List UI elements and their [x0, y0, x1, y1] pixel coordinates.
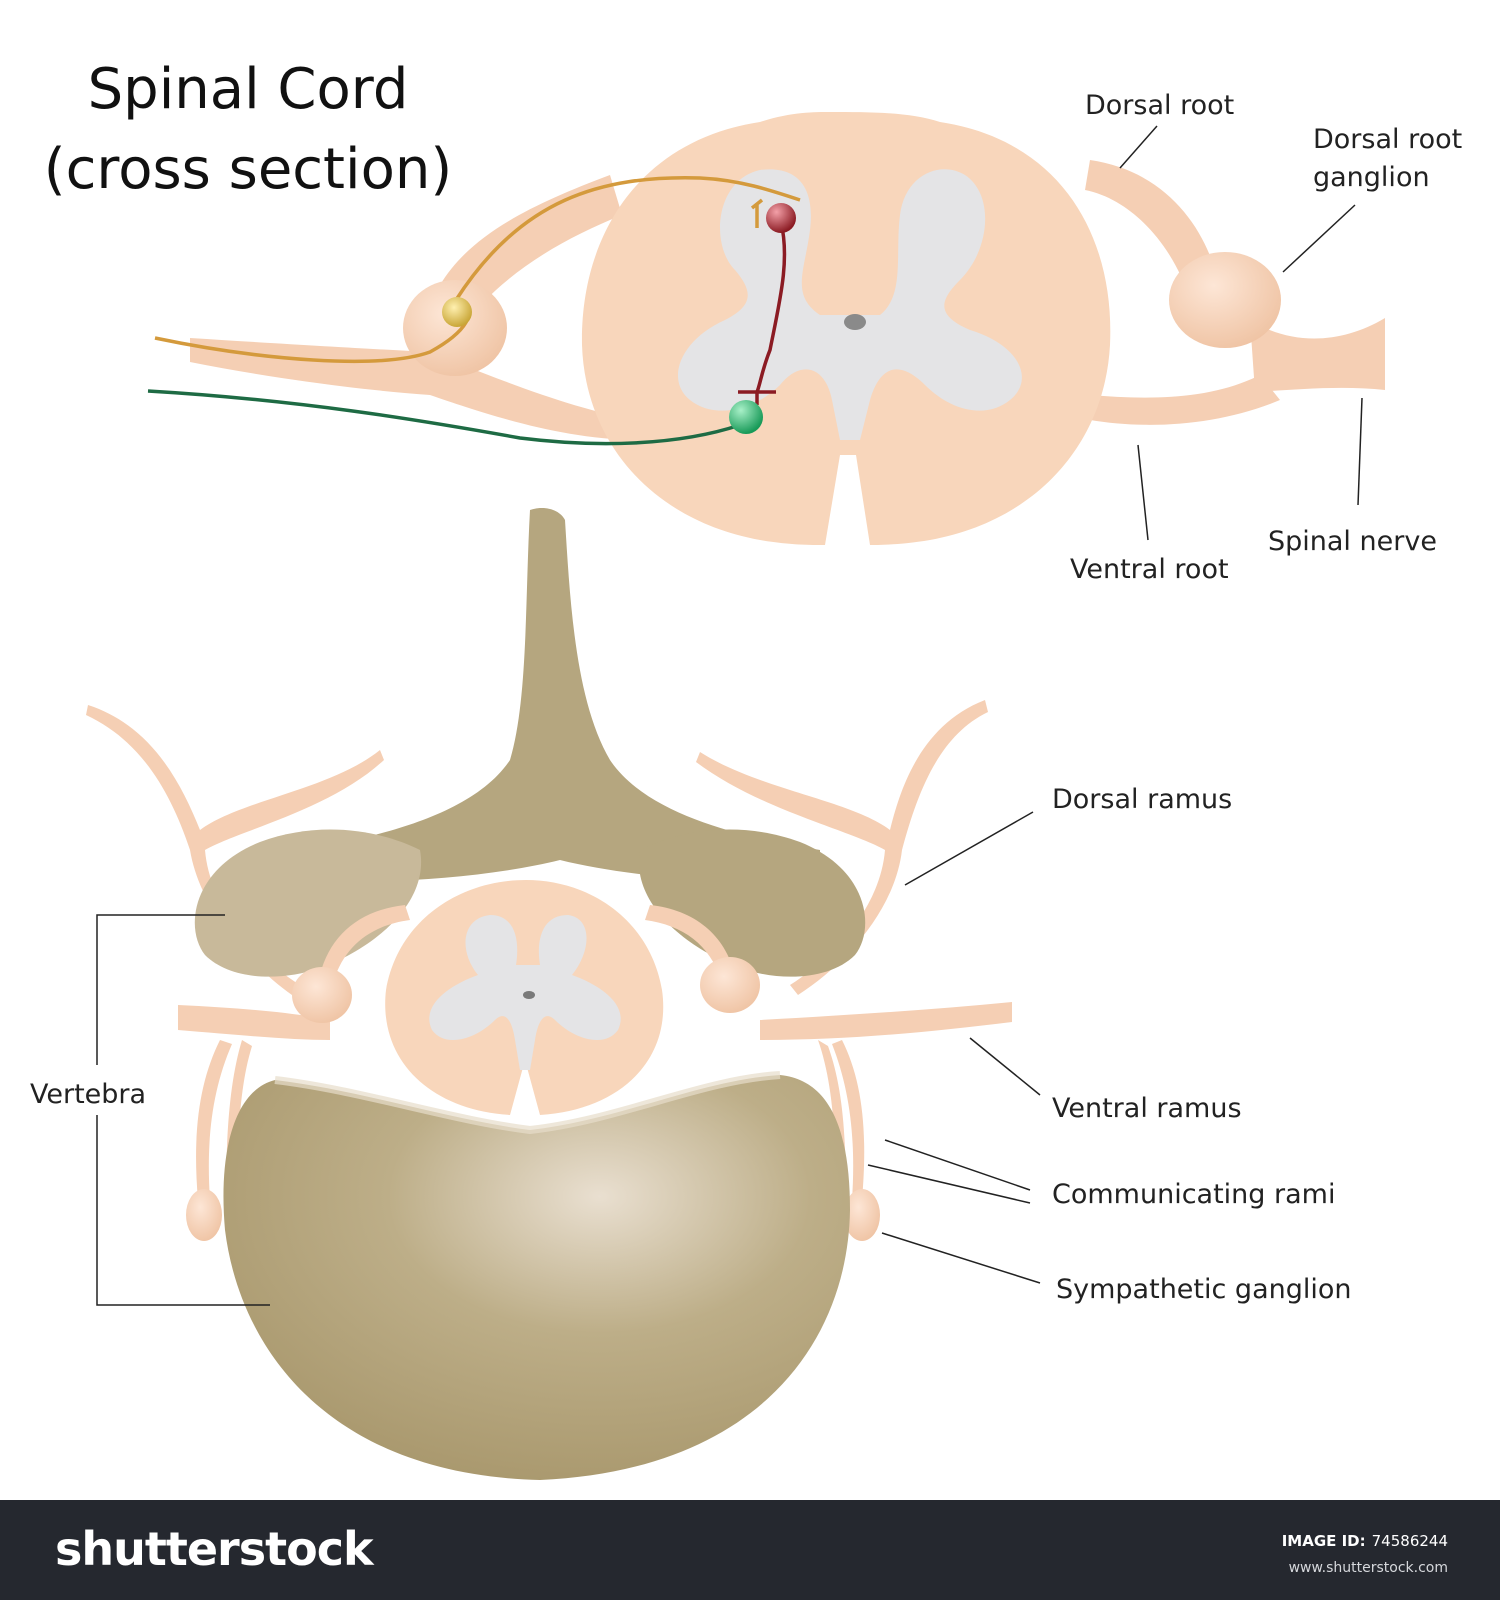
interneuron-synapse	[738, 390, 776, 405]
right-dorsal-ramus	[696, 700, 988, 995]
brand-logo: shutterstock	[55, 1522, 374, 1576]
image-id-value: 74586244	[1371, 1532, 1448, 1550]
right-ventral-root	[1090, 375, 1280, 425]
spinous-process	[300, 508, 820, 882]
bottom-ventral-ramus-right	[760, 1002, 1012, 1040]
title-line-1: Spinal Cord	[88, 57, 409, 122]
sensory-synapse	[750, 198, 764, 228]
right-dorsal-root-ganglion	[1169, 252, 1281, 348]
leader-vertebra-top	[96, 914, 225, 1065]
right-sympathetic-ganglion	[844, 1189, 880, 1241]
sensory-neuron-cell-body	[442, 297, 472, 327]
bottom-left-drg	[292, 967, 352, 1023]
bottom-dorsal-root-right	[645, 905, 735, 980]
leader-dorsal-ramus	[904, 811, 1034, 886]
leader-communicating-rami-2	[867, 1164, 1031, 1204]
title-line-2: (cross section)	[44, 137, 452, 202]
label-drg-line2: ganglion	[1313, 162, 1430, 193]
label-drg-line1: Dorsal root	[1313, 124, 1462, 155]
interneuron-axon	[755, 221, 787, 393]
watermark-footer: shutterstock IMAGE ID: 74586244 www.shutt…	[0, 1500, 1500, 1600]
leader-vertebra-bottom	[96, 1115, 270, 1306]
label-communicating-rami: Communicating rami	[1052, 1179, 1335, 1210]
leader-sympathetic-ganglion	[881, 1232, 1041, 1284]
leader-ventral-root	[1137, 444, 1149, 541]
leader-ventral-ramus	[969, 1037, 1041, 1096]
label-ventral-root: Ventral root	[1070, 554, 1229, 585]
bottom-right-drg	[700, 957, 760, 1013]
label-vertebra: Vertebra	[30, 1079, 146, 1110]
labels: Dorsal root Dorsal root ganglion Spinal …	[30, 90, 1462, 1306]
image-id: IMAGE ID: 74586244	[1282, 1532, 1448, 1550]
top-cross-section	[147, 112, 1385, 545]
bottom-dorsal-root-left	[320, 905, 410, 980]
label-sympathetic-ganglion: Sympathetic ganglion	[1056, 1274, 1352, 1305]
motor-neuron-cell-body	[729, 400, 763, 434]
central-canal	[844, 314, 866, 330]
left-dorsal-ramus	[86, 705, 384, 995]
left-sympathetic-ganglion	[186, 1189, 222, 1241]
right-communicating-rami	[818, 1040, 865, 1200]
left-spinal-nerve	[190, 338, 640, 440]
motor-axon	[147, 389, 741, 446]
label-dorsal-root: Dorsal root	[1085, 90, 1234, 121]
vertebral-body	[223, 1075, 850, 1480]
sensory-axon-central	[454, 176, 801, 301]
right-dorsal-root	[1085, 160, 1215, 300]
leader-spinal-nerve	[1357, 397, 1363, 506]
leader-dorsal-root	[1119, 125, 1158, 169]
left-communicating-rami	[196, 1040, 252, 1200]
right-spinal-nerve	[1250, 318, 1385, 392]
label-spinal-nerve: Spinal nerve	[1268, 526, 1437, 557]
bottom-vertebra-section	[86, 508, 1012, 1480]
label-ventral-ramus: Ventral ramus	[1052, 1093, 1242, 1124]
right-transverse-process	[638, 829, 866, 977]
site-url: www.shutterstock.com	[1288, 1560, 1448, 1576]
left-transverse-process	[194, 829, 422, 977]
label-dorsal-ramus: Dorsal ramus	[1052, 784, 1232, 815]
interneuron-cell-body	[766, 203, 796, 233]
leader-communicating-rami-1	[884, 1139, 1031, 1191]
spinal-cord-diagram: Spinal Cord (cross section) Dorsal root …	[30, 57, 1462, 1480]
vertebral-body-rim	[274, 1071, 781, 1135]
leader-drg	[1282, 204, 1356, 273]
image-id-label: IMAGE ID:	[1281, 1532, 1366, 1550]
left-dorsal-root-ganglion	[403, 280, 507, 376]
bottom-ventral-ramus-left	[178, 1005, 330, 1040]
bottom-central-canal	[523, 991, 535, 999]
